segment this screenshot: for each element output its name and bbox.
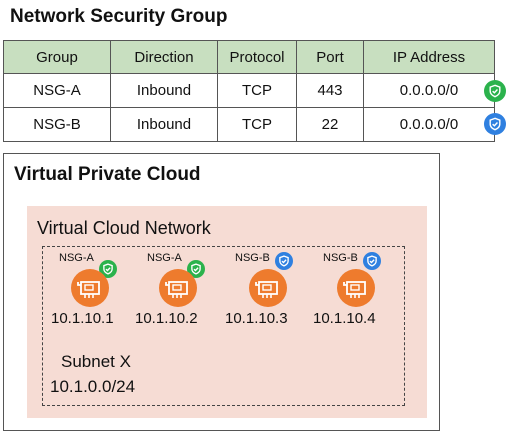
- subnet-box: NSG-A 10.1.10.1 NSG-A 10.1.10.2: [42, 246, 405, 406]
- node-nsg-label: NSG-B: [235, 252, 270, 264]
- subnet-name: Subnet X: [61, 352, 131, 371]
- node-ip-label: 10.1.10.2: [135, 310, 198, 327]
- column-header-protocol: Protocol: [217, 40, 297, 74]
- table-row: NSG-B Inbound TCP 22 0.0.0.0/0: [3, 107, 495, 142]
- node-ip-label: 10.1.10.1: [51, 310, 114, 327]
- cell-protocol: TCP: [217, 107, 297, 142]
- node-nsg-label: NSG-B: [323, 252, 358, 264]
- cell-port: 22: [296, 107, 364, 142]
- cell-port: 443: [296, 73, 364, 108]
- cell-ip-address: 0.0.0.0/0: [363, 107, 495, 142]
- vpc-box: Virtual Private Cloud Virtual Cloud Netw…: [3, 153, 440, 431]
- green-shield-icon: [99, 260, 117, 278]
- blue-shield-icon: [275, 252, 293, 270]
- cell-group: NSG-B: [3, 107, 111, 142]
- node-nsg-label: NSG-A: [147, 252, 182, 264]
- cell-ip-address: 0.0.0.0/0: [363, 73, 495, 108]
- cell-group: NSG-A: [3, 73, 111, 108]
- node-nsg-label: NSG-A: [59, 252, 94, 264]
- nsg-table: Group Direction Protocol Port IP Address…: [3, 40, 495, 142]
- green-shield-icon: [484, 80, 506, 102]
- vcn-title: Virtual Cloud Network: [37, 218, 211, 238]
- node-ip-label: 10.1.10.3: [225, 310, 288, 327]
- network-card-icon: [337, 269, 375, 307]
- network-card-icon: [71, 269, 109, 307]
- column-header-ip-address: IP Address: [363, 40, 495, 74]
- column-header-port: Port: [296, 40, 364, 74]
- column-header-group: Group: [3, 40, 111, 74]
- network-card-icon: [159, 269, 197, 307]
- cell-direction: Inbound: [110, 73, 218, 108]
- green-shield-icon: [187, 260, 205, 278]
- column-header-direction: Direction: [110, 40, 218, 74]
- cell-direction: Inbound: [110, 107, 218, 142]
- node-ip-label: 10.1.10.4: [313, 310, 376, 327]
- table-row: NSG-A Inbound TCP 443 0.0.0.0/0: [3, 73, 495, 108]
- subnet-cidr: 10.1.0.0/24: [50, 377, 136, 396]
- nsg-table-header: Group Direction Protocol Port IP Address: [3, 40, 495, 74]
- vcn-box: Virtual Cloud Network NSG-A 10.1.10.1 NS…: [27, 206, 427, 418]
- cell-protocol: TCP: [217, 73, 297, 108]
- blue-shield-icon: [484, 113, 506, 135]
- nsg-title: Network Security Group: [10, 6, 228, 27]
- blue-shield-icon: [363, 252, 381, 270]
- network-card-icon: [249, 269, 287, 307]
- vpc-title: Virtual Private Cloud: [14, 164, 201, 185]
